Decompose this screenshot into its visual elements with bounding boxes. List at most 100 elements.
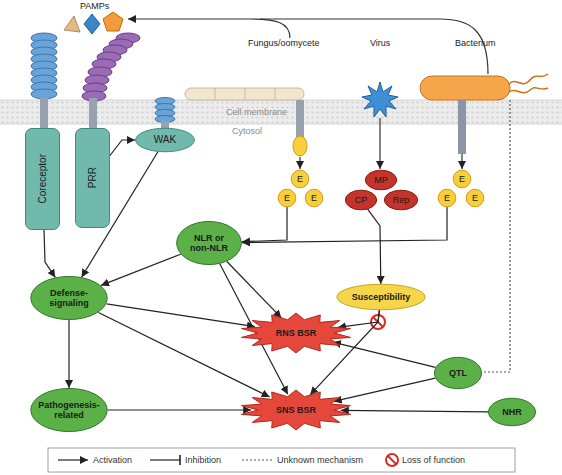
legend-text: Inhibition xyxy=(185,455,221,465)
region-label: Cytosol xyxy=(232,126,262,136)
activation-arrow xyxy=(110,140,135,156)
viral-protein: MP xyxy=(365,170,397,190)
legend-unknown-sample xyxy=(242,459,272,460)
effector-release-arrow xyxy=(461,154,462,169)
flagellum xyxy=(509,74,548,84)
pamp-triangle xyxy=(64,16,80,32)
node-text: Susceptibility xyxy=(352,292,411,302)
activation-arrow xyxy=(242,207,287,242)
legend-activation-sample xyxy=(58,459,88,460)
node-text: RNS BSR xyxy=(276,328,317,338)
node-text: E xyxy=(311,193,317,203)
pamp-pentagon xyxy=(103,12,123,31)
legend-inhibition-bar xyxy=(179,455,181,465)
node-text: MP xyxy=(374,175,388,185)
bacterium-cell xyxy=(420,76,510,100)
hypha-septum xyxy=(215,88,216,100)
pamp-diamond xyxy=(84,14,100,34)
effector-circle: E xyxy=(305,189,323,207)
node-text: Rep xyxy=(393,195,410,205)
prr-ectodomain xyxy=(82,33,140,101)
effector-circle: E xyxy=(438,189,456,207)
legend-loss-sample xyxy=(386,454,398,466)
state-ellipse: Susceptibility xyxy=(336,284,426,310)
wak-ectodomain xyxy=(155,98,175,123)
receptor-box: PRR xyxy=(75,128,110,228)
effector-circle: E xyxy=(291,170,309,188)
node-text: NLR or non-NLR xyxy=(186,233,232,253)
legend-text: Loss of function xyxy=(402,455,465,465)
node-text: E xyxy=(297,174,303,184)
activation-arrow xyxy=(108,409,251,410)
node-text: E xyxy=(444,193,450,203)
node-text: Pathogenesis-related xyxy=(36,400,102,420)
activation-arrow xyxy=(44,230,55,277)
pamp-label: PAMPs xyxy=(80,1,109,11)
cell-membrane xyxy=(0,100,562,124)
legend-loss-slash xyxy=(388,456,396,464)
activation-arrow xyxy=(341,410,488,411)
node-text: CP xyxy=(355,195,368,205)
flagellum xyxy=(509,88,548,93)
membrane-texture xyxy=(0,100,562,124)
legend-box xyxy=(48,448,515,472)
coreceptor-ectodomain xyxy=(31,33,57,99)
pathogen-label: Bacterium xyxy=(455,38,496,48)
node-text: E xyxy=(459,174,465,184)
effector-circle: E xyxy=(278,189,296,207)
node-text: NHR xyxy=(502,407,522,417)
effector-release-arrow xyxy=(299,157,300,169)
process-ellipse: Defense-signaling xyxy=(30,276,108,320)
virus-entry-arrow xyxy=(379,118,380,169)
legend-text: Activation xyxy=(93,455,132,465)
legend-inhibition-sample xyxy=(150,459,180,460)
activation-arrow xyxy=(68,320,69,388)
hypha-septum xyxy=(275,88,276,100)
fungal-hypha xyxy=(185,88,304,100)
pathogen-label: Virus xyxy=(370,38,390,48)
node-text: SNS BSR xyxy=(276,405,316,415)
pamp-release-arrow xyxy=(128,19,290,38)
hypha-septum xyxy=(245,88,246,100)
process-ellipse: QTL xyxy=(434,357,482,389)
activation-arrow xyxy=(101,254,181,285)
receptor-stem xyxy=(40,98,48,130)
receptor-ellipse: WAK xyxy=(135,128,195,152)
activation-arrow xyxy=(334,378,436,401)
haustorium xyxy=(293,136,307,156)
activation-arrow xyxy=(368,209,381,284)
viral-protein: Rep xyxy=(384,190,418,210)
activation-arrow xyxy=(333,342,436,367)
node-text: PRR xyxy=(87,167,98,188)
process-ellipse: NHR xyxy=(488,398,536,426)
resistance-star: RNS BSR xyxy=(240,313,352,353)
effector-circle: E xyxy=(466,189,484,207)
membrane-edge xyxy=(0,124,562,125)
effector-circle: E xyxy=(453,170,471,188)
secretion-system xyxy=(458,100,466,154)
node-text: Defense-signaling xyxy=(36,288,102,308)
activation-arrow xyxy=(107,304,255,327)
haustorium-stem xyxy=(296,100,304,138)
virus-particle xyxy=(362,82,398,117)
receptor-stem xyxy=(89,98,97,130)
node-text: E xyxy=(472,193,478,203)
node-text: E xyxy=(284,193,290,203)
activation-arrow xyxy=(227,262,282,318)
resistance-star: SNS BSR xyxy=(240,390,352,430)
process-ellipse: NLR or non-NLR xyxy=(176,221,242,265)
node-text: QTL xyxy=(449,368,467,378)
legend-text: Unknown mechanism xyxy=(277,455,363,465)
region-label: Cell membrane xyxy=(226,107,287,117)
viral-protein: CP xyxy=(345,190,377,210)
unknown-mechanism-line xyxy=(484,100,510,372)
activation-arrow xyxy=(338,310,380,327)
node-text: Coreceptor xyxy=(37,154,48,203)
pathogen-label: Fungus/oomycete xyxy=(248,38,320,48)
activation-arrow xyxy=(98,313,269,398)
process-ellipse: Pathogenesis-related xyxy=(30,388,108,432)
node-text: WAK xyxy=(154,134,176,145)
activation-arrow xyxy=(242,207,447,243)
receptor-box: Coreceptor xyxy=(25,128,60,230)
